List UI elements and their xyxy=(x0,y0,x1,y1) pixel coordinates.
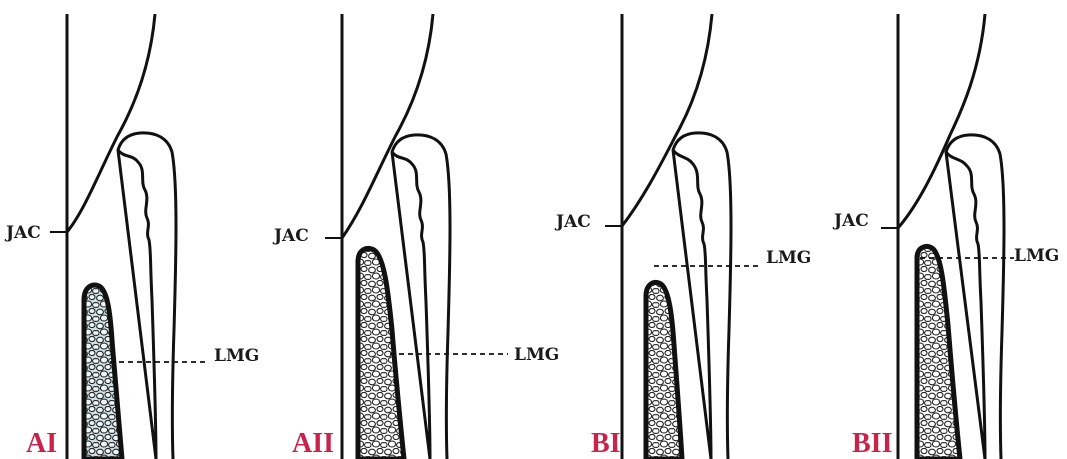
panel-label-ai: AI xyxy=(26,428,57,459)
panel-label-aii: AII xyxy=(292,428,334,459)
cej-label: JAC xyxy=(832,211,869,231)
cej-label: JAC xyxy=(4,223,41,243)
panel-bii: JAC LMG BII xyxy=(832,14,1059,459)
lmg-label: LMG xyxy=(214,346,259,366)
lmg-label: LMG xyxy=(514,345,559,365)
panel-bi: JAC LMG BI xyxy=(554,14,811,459)
crown-contour xyxy=(67,14,155,232)
lmg-label: LMG xyxy=(1014,246,1059,266)
panel-ai: JAC LMG AI xyxy=(4,14,259,459)
gingiva-outline xyxy=(673,133,731,459)
panel-label-bi: BI xyxy=(591,428,621,459)
panel-label-bii: BII xyxy=(852,428,892,459)
gingiva-outline xyxy=(118,133,176,459)
lmg-label: LMG xyxy=(766,248,811,268)
cej-label: JAC xyxy=(554,212,591,232)
alveolar-bone xyxy=(84,285,122,459)
crown-contour xyxy=(898,14,985,228)
cej-label: JAC xyxy=(272,226,309,246)
alveolar-bone xyxy=(917,246,960,459)
alveolar-bone xyxy=(358,249,404,459)
alveolar-bone xyxy=(646,283,682,459)
panel-aii: JAC LMG AII xyxy=(272,14,559,459)
